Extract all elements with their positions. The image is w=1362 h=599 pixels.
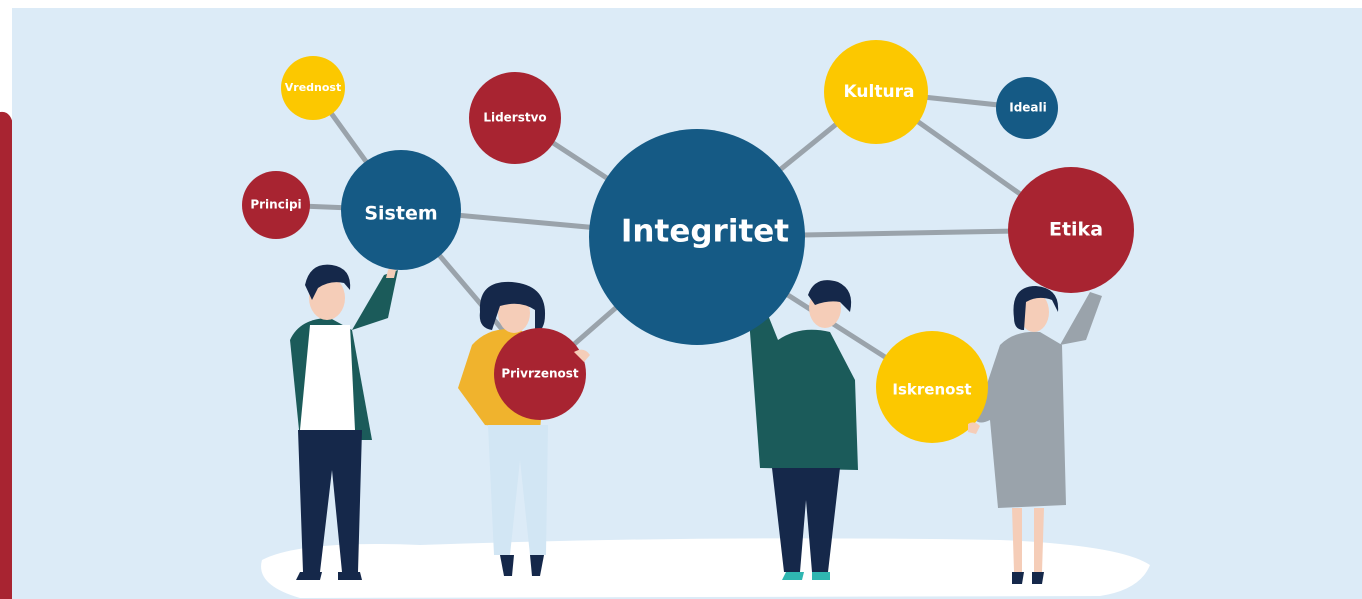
bubble-etika: Etika <box>1008 167 1134 293</box>
bubble-iskrenost: Iskrenost <box>876 331 988 443</box>
bubble-integritet: Integritet <box>589 129 805 345</box>
ground-shape <box>261 538 1150 598</box>
bubble-liderstvo: Liderstvo <box>469 72 561 164</box>
person-man-teal <box>745 280 858 580</box>
person-man-left <box>290 264 398 580</box>
red-edge-decoration <box>0 111 14 599</box>
svg-text:Etika: Etika <box>1049 219 1103 241</box>
bubble-vrednost: Vrednost <box>281 56 345 120</box>
svg-text:Integritet: Integritet <box>621 214 789 250</box>
svg-text:Liderstvo: Liderstvo <box>483 111 546 125</box>
svg-text:Iskrenost: Iskrenost <box>892 381 971 399</box>
bubble-privrzenost: Privrzenost <box>494 328 586 420</box>
svg-text:Sistem: Sistem <box>364 203 437 225</box>
hand-left <box>574 349 590 362</box>
hand-right <box>968 422 980 434</box>
bubble-principi: Principi <box>242 171 310 239</box>
svg-text:Vrednost: Vrednost <box>285 81 341 94</box>
bubble-sistem: Sistem <box>341 150 461 270</box>
svg-text:Privrzenost: Privrzenost <box>501 367 579 381</box>
person-woman-grey <box>975 286 1102 584</box>
svg-text:Principi: Principi <box>250 198 301 212</box>
bubble-ideali: Ideali <box>996 77 1058 139</box>
bubble-kultura: Kultura <box>824 40 928 144</box>
svg-text:Kultura: Kultura <box>844 82 915 102</box>
svg-text:Ideali: Ideali <box>1009 101 1047 115</box>
